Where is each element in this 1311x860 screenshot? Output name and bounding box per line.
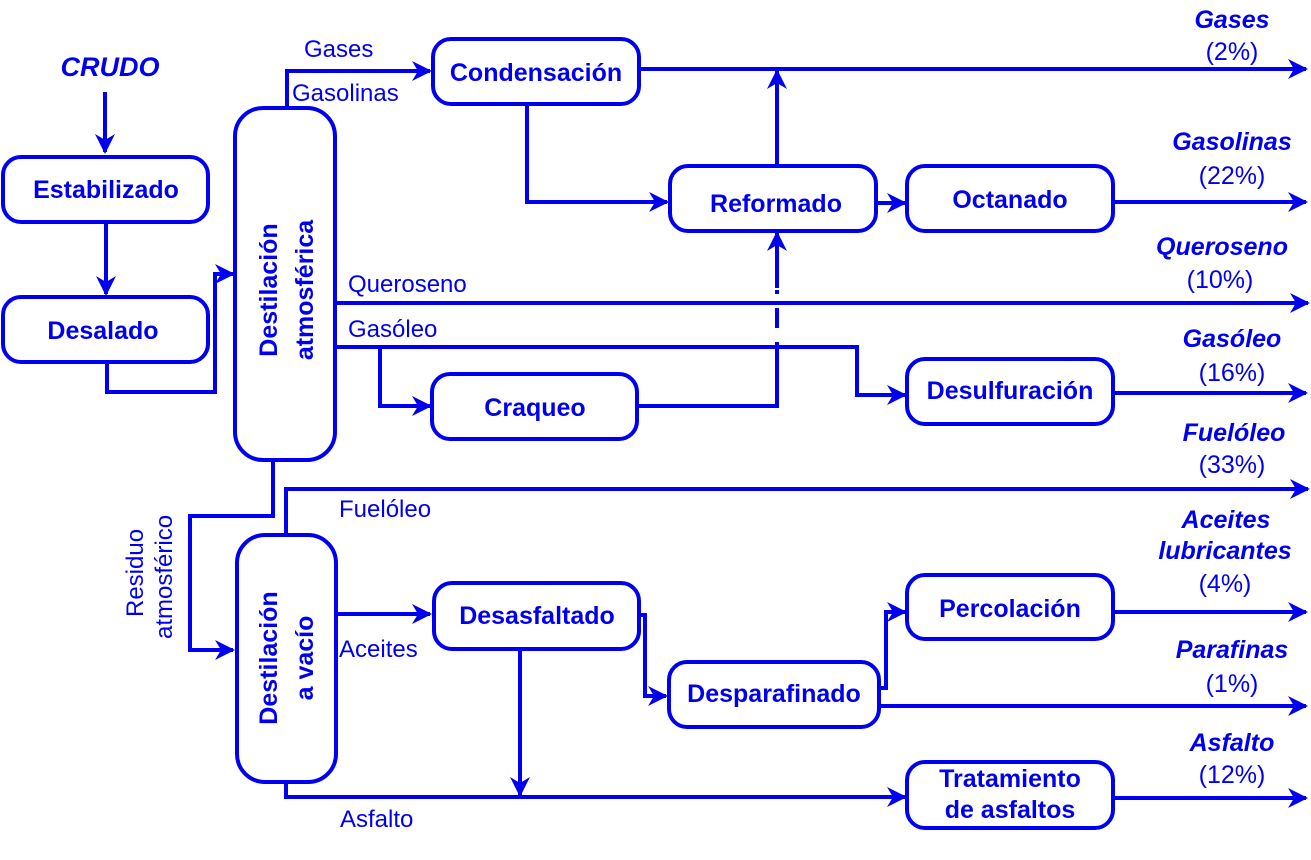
process-label-line2: atmosférica [291, 219, 319, 360]
product-name-line1: Aceites [1181, 506, 1271, 534]
product-percent: (1%) [1206, 670, 1259, 698]
process-desasfaltado[interactable]: Desasfaltado [432, 581, 641, 651]
flow-label-gasolinas: Gasolinas [292, 80, 399, 107]
process-octanado[interactable]: Octanado [905, 164, 1115, 233]
flow-labels: Gases Gasolinas Queroseno Gasóleo Residu… [122, 36, 467, 833]
product-percent: (12%) [1199, 761, 1266, 789]
product-name: Queroseno [1156, 233, 1288, 261]
process-estabilizado[interactable]: Estabilizado [1, 155, 210, 224]
flow-desparafinado-percolacion [880, 602, 907, 690]
process-label: Desasfaltado [459, 602, 615, 630]
flow-desalado-destatm [105, 264, 235, 394]
flow-desasfaltado-desparafinado [640, 613, 668, 706]
product-fueloleo: Fuelóleo (33%) [1183, 419, 1286, 479]
process-label: Percolación [939, 595, 1081, 623]
process-label-line2: a vacío [291, 616, 319, 701]
product-gasolinas: Gasolinas (22%) [1172, 128, 1292, 190]
input-crudo-label: CRUDO [61, 52, 160, 82]
product-percent: (33%) [1199, 451, 1266, 479]
process-craqueo[interactable]: Craqueo [430, 372, 639, 441]
process-label: Octanado [952, 186, 1067, 214]
process-destilacion-vacio[interactable]: Destilación a vacío [235, 533, 338, 784]
product-percent: (16%) [1199, 359, 1266, 387]
product-percent: (2%) [1206, 38, 1259, 66]
product-percent: (10%) [1187, 266, 1254, 294]
connectors [95, 59, 1310, 808]
flow-label-asfalto: Asfalto [340, 806, 413, 833]
process-reformado[interactable]: Reformado [668, 164, 878, 233]
product-name: Asfalto [1189, 729, 1275, 757]
flow-destatm-condensacion [285, 61, 432, 108]
process-label-line1: Destilación [255, 591, 283, 724]
product-name: Gasóleo [1183, 325, 1282, 353]
flow-craqueo-up [637, 362, 779, 408]
flow-label-queroseno: Queroseno [348, 271, 467, 298]
process-destilacion-atmosferica[interactable]: Destilación atmosférica [233, 106, 337, 462]
product-name: Gasolinas [1172, 128, 1292, 156]
flow-condensacion-reformado [525, 104, 669, 212]
flow-label-gasoleo: Gasóleo [348, 316, 437, 343]
flow-gasoleo-desulfuracion [335, 345, 907, 405]
product-name-line2: lubricantes [1158, 537, 1291, 565]
flow-label-residuo-line2: atmosférico [151, 515, 178, 639]
product-aceites-lubricantes: Aceites lubricantes (4%) [1158, 506, 1291, 598]
product-name: Fuelóleo [1183, 419, 1286, 447]
process-desalado[interactable]: Desalado [1, 295, 210, 364]
process-desparafinado[interactable]: Desparafinado [667, 660, 881, 729]
product-asfalto: Asfalto (12%) [1189, 729, 1275, 789]
process-label: Desalado [47, 317, 158, 345]
process-tratamiento-asfaltos[interactable]: Tratamiento de asfaltos [905, 760, 1115, 830]
flow-label-residuo-line1: Residuo [122, 529, 149, 617]
product-percent: (4%) [1199, 570, 1252, 598]
flow-residuo-destvac [188, 460, 275, 660]
product-labels: Gases (2%) Gasolinas (22%) Queroseno (10… [1156, 6, 1292, 789]
flow-fueloleo-out [284, 479, 1310, 535]
process-label-line1: Destilación [255, 223, 283, 356]
process-label: Craqueo [484, 394, 585, 422]
process-label: Condensación [450, 59, 622, 87]
process-label: Reformado [710, 190, 842, 218]
process-condensacion[interactable]: Condensación [431, 37, 641, 106]
process-label: Desulfuración [927, 377, 1094, 405]
product-gases: Gases (2%) [1194, 6, 1269, 66]
product-name: Gases [1194, 6, 1269, 34]
flow-asfalto-tratamiento [284, 782, 907, 807]
flow-label-aceites: Aceites [339, 636, 418, 663]
product-percent: (22%) [1199, 162, 1266, 190]
process-label: Desparafinado [687, 680, 861, 708]
product-queroseno: Queroseno (10%) [1156, 233, 1288, 294]
flow-label-gases: Gases [304, 36, 373, 63]
process-label: Estabilizado [33, 176, 179, 204]
product-name: Parafinas [1176, 636, 1289, 664]
product-parafinas: Parafinas (1%) [1176, 636, 1289, 698]
process-desulfuracion[interactable]: Desulfuración [905, 357, 1115, 426]
process-percolacion[interactable]: Percolación [905, 573, 1115, 641]
process-label-line2: de asfaltos [945, 796, 1076, 824]
product-gasoleo: Gasóleo (16%) [1183, 325, 1282, 387]
process-label-line1: Tratamiento [939, 765, 1081, 793]
flow-label-fueloleo: Fuelóleo [339, 496, 431, 523]
flow-gasoleo-craqueo [378, 347, 432, 416]
